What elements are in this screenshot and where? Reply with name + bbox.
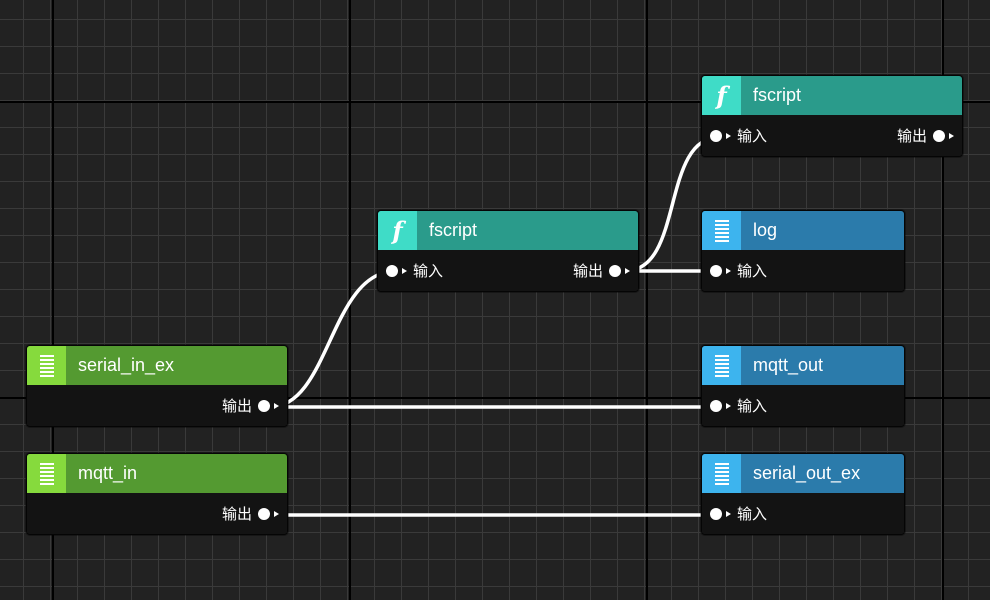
port-dot-icon[interactable] xyxy=(710,399,722,412)
node-header[interactable]: f fscript xyxy=(378,211,638,250)
port-arrow-icon xyxy=(726,402,731,409)
node-body: 输入 xyxy=(702,385,904,426)
input-port-label: 输入 xyxy=(737,398,768,415)
node-title: mqtt_in xyxy=(78,463,138,483)
list-icon xyxy=(702,211,741,250)
function-icon: f xyxy=(702,76,741,115)
node-serial-in-ex[interactable]: serial_in_ex 输出 xyxy=(26,345,288,427)
node-mqtt-in[interactable]: mqtt_in 输出 xyxy=(26,453,288,535)
node-title: serial_out_ex xyxy=(753,463,861,483)
node-fscript-mid[interactable]: f fscript 输入 输出 xyxy=(377,210,639,292)
output-port[interactable]: 输出 xyxy=(220,493,279,534)
node-header[interactable]: serial_out_ex xyxy=(702,454,904,493)
node-title: mqtt_out xyxy=(753,355,824,375)
port-dot-icon[interactable] xyxy=(609,264,621,277)
grid-major-line xyxy=(0,397,990,399)
grid-major-line xyxy=(646,0,648,600)
grid-major-line xyxy=(52,0,54,600)
node-body: 输入 输出 xyxy=(702,115,962,156)
port-arrow-icon xyxy=(726,510,731,517)
node-title: log xyxy=(753,220,778,240)
node-body: 输出 xyxy=(27,493,287,534)
wire-fscript-mid-to-fscript-top[interactable] xyxy=(623,135,722,273)
port-arrow-icon xyxy=(274,402,279,409)
output-port-label: 输出 xyxy=(221,398,252,415)
function-icon: f xyxy=(378,211,417,250)
node-header[interactable]: mqtt_in xyxy=(27,454,287,493)
port-arrow-icon xyxy=(625,267,630,274)
input-port[interactable]: 输入 xyxy=(710,115,769,156)
node-title: fscript xyxy=(753,85,802,105)
list-icon xyxy=(702,454,741,493)
list-icon xyxy=(27,454,66,493)
port-arrow-icon xyxy=(274,510,279,517)
node-header[interactable]: serial_in_ex xyxy=(27,346,287,385)
list-icon xyxy=(702,346,741,385)
output-port[interactable]: 输出 xyxy=(895,115,954,156)
node-body: 输入 xyxy=(702,493,904,534)
node-fscript-top[interactable]: f fscript 输入 输出 xyxy=(701,75,963,157)
port-arrow-icon xyxy=(949,132,954,139)
output-port-label: 输出 xyxy=(896,128,927,145)
port-dot-icon[interactable] xyxy=(710,129,722,142)
grid-major-line xyxy=(942,0,944,600)
input-port-label: 输入 xyxy=(737,263,768,280)
port-dot-icon[interactable] xyxy=(710,264,722,277)
input-port[interactable]: 输入 xyxy=(710,250,769,291)
node-mqtt-out[interactable]: mqtt_out 输入 xyxy=(701,345,905,427)
input-port[interactable]: 输入 xyxy=(710,385,769,426)
port-dot-icon[interactable] xyxy=(710,507,722,520)
input-port-label: 输入 xyxy=(413,263,444,280)
input-port[interactable]: 输入 xyxy=(386,250,445,291)
port-arrow-icon xyxy=(726,132,731,139)
input-port-label: 输入 xyxy=(737,506,768,523)
wire-serial-in-ex-to-fscript-mid[interactable] xyxy=(268,269,398,409)
node-title: serial_in_ex xyxy=(78,355,175,375)
output-port-label: 输出 xyxy=(221,506,252,523)
output-port-label: 输出 xyxy=(572,263,603,280)
list-icon xyxy=(27,346,66,385)
port-dot-icon[interactable] xyxy=(386,264,398,277)
node-header[interactable]: f fscript xyxy=(702,76,962,115)
port-dot-icon[interactable] xyxy=(258,399,270,412)
port-arrow-icon xyxy=(402,267,407,274)
node-header[interactable]: log xyxy=(702,211,904,250)
node-serial-out-ex[interactable]: serial_out_ex 输入 xyxy=(701,453,905,535)
node-body: 输入 输出 xyxy=(378,250,638,291)
node-body: 输入 xyxy=(702,250,904,291)
input-port-label: 输入 xyxy=(737,128,768,145)
output-port[interactable]: 输出 xyxy=(220,385,279,426)
port-dot-icon[interactable] xyxy=(258,507,270,520)
node-log[interactable]: log 输入 xyxy=(701,210,905,292)
grid-major-line xyxy=(0,101,990,103)
output-port[interactable]: 输出 xyxy=(571,250,630,291)
node-title: fscript xyxy=(429,220,478,240)
port-arrow-icon xyxy=(726,267,731,274)
node-body: 输出 xyxy=(27,385,287,426)
port-dot-icon[interactable] xyxy=(933,129,945,142)
node-header[interactable]: mqtt_out xyxy=(702,346,904,385)
input-port[interactable]: 输入 xyxy=(710,493,769,534)
